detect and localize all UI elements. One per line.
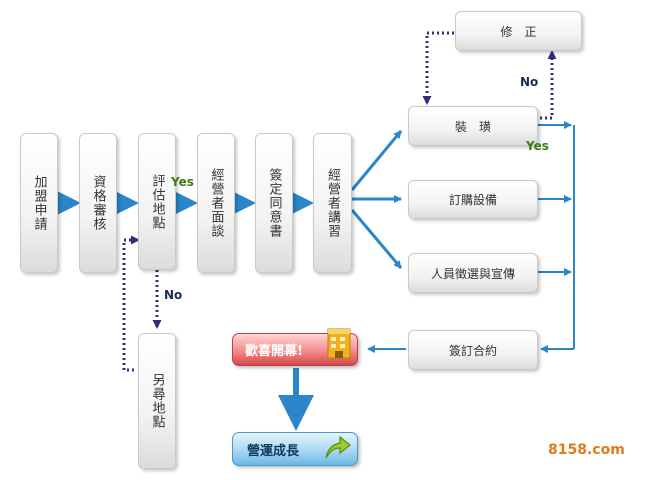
growth-arrow-icon-graphic [325, 435, 351, 459]
step-operate-grow: 營運成長 [232, 432, 358, 466]
step-sign-consent: 簽定同意書 [255, 133, 293, 273]
step-manager-interview-label: 經營者面談 [208, 168, 224, 238]
step-site-evaluation-label: 評估地點 [149, 173, 165, 230]
step-sign-consent-label: 簽定同意書 [266, 168, 282, 238]
step-renovation: 裝 璜 [408, 106, 538, 146]
arrow-training-to-renovation [350, 130, 403, 191]
step-manager-training-label: 經營者講習 [325, 168, 340, 238]
label-no-renovation: No [520, 75, 539, 89]
step-site-evaluation: 評估地點 [138, 133, 176, 270]
step-correction-label: 修 正 [500, 24, 537, 39]
step-renovation-label: 裝 璜 [454, 119, 491, 134]
step-join-apply: 加盟申請 [20, 133, 58, 273]
step-sign-contract: 簽訂合約 [408, 330, 538, 370]
step-recruit-promote-label: 人員徵選與宣傳 [430, 266, 515, 281]
step-manager-training: 經營者講習 [313, 133, 352, 273]
step-operate-grow-label: 營運成長 [247, 443, 300, 459]
step-qualification-review: 資格審核 [79, 133, 117, 273]
step-find-other-site: 另尋地點 [138, 333, 176, 469]
step-order-equipment-label: 訂購設備 [448, 193, 497, 207]
step-correction: 修 正 [455, 11, 582, 51]
step-sign-contract-label: 簽訂合約 [448, 343, 497, 358]
label-yes-renovation: Yes [526, 139, 549, 153]
step-order-equipment: 訂購設備 [408, 180, 538, 219]
step-qualification-review-label: 資格審核 [90, 175, 106, 231]
label-no-site: No [164, 288, 183, 302]
dotted-renovation-to-correction [525, 50, 557, 120]
step-recruit-promote: 人員徵選與宣傳 [408, 253, 538, 293]
watermark-text: 8158.com [548, 442, 625, 458]
arrow-training-to-recruit [350, 209, 403, 269]
step-find-other-site-label: 另尋地點 [149, 373, 165, 429]
dotted-correction-to-renovation [422, 31, 454, 105]
step-grand-opening-label: 歡喜開幕! [245, 344, 303, 359]
growth-arrow-icon [322, 430, 352, 462]
label-yes-site: Yes [171, 175, 194, 189]
storefront-icon [326, 326, 352, 360]
watermark-logo: 8158.com [548, 442, 625, 458]
storefront-icon-graphic [327, 328, 351, 359]
dotted-site-loop-back [122, 235, 140, 372]
step-join-apply-label: 加盟申請 [31, 175, 47, 231]
step-manager-interview: 經營者面談 [197, 133, 235, 273]
